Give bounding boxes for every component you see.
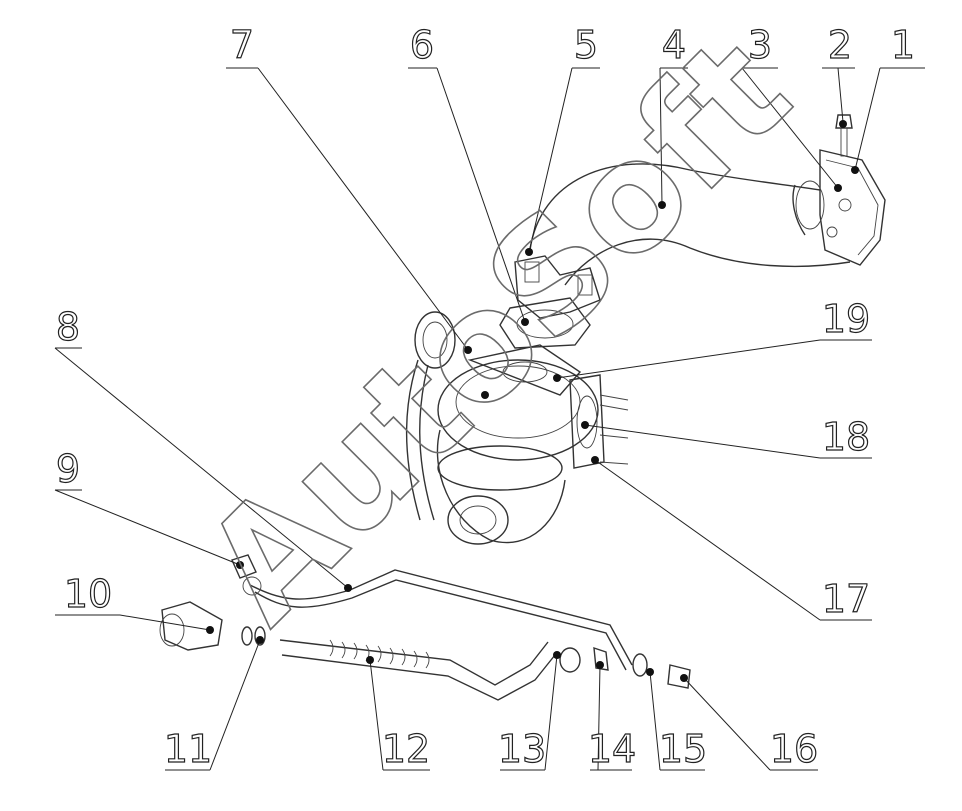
callout-13: 13 xyxy=(498,727,546,771)
banjo-fitting-part xyxy=(231,554,262,596)
callout-14: 14 xyxy=(588,727,636,771)
callout-6: 6 xyxy=(410,23,434,67)
small-fittings-part xyxy=(559,646,691,689)
callout-10: 10 xyxy=(64,572,112,616)
leader-dots xyxy=(206,120,859,682)
callout-5: 5 xyxy=(574,23,598,67)
callout-3: 3 xyxy=(748,23,772,67)
callout-15: 15 xyxy=(659,727,707,771)
turbocharger-part xyxy=(436,344,599,545)
callout-8: 8 xyxy=(56,305,80,349)
parts-drawing xyxy=(159,114,886,701)
callout-17: 17 xyxy=(822,577,870,621)
callout-9: 9 xyxy=(56,447,80,491)
watermark-text: AutoSoft xyxy=(172,5,822,655)
oil-supply-pipe-part xyxy=(249,569,633,671)
exhaust-pipe-part xyxy=(529,163,851,286)
side-flange-part xyxy=(569,374,629,469)
callout-11: 11 xyxy=(164,727,212,771)
washer-part xyxy=(241,626,266,646)
callout-7: 7 xyxy=(230,23,254,67)
callout-1: 1 xyxy=(891,23,915,67)
callout-16: 16 xyxy=(770,727,818,771)
callout-18: 18 xyxy=(822,415,870,459)
oil-pipe-part xyxy=(405,311,456,521)
callout-12: 12 xyxy=(382,727,430,771)
callout-19: 19 xyxy=(822,297,870,341)
gasket-part xyxy=(499,297,591,349)
corrugated-hose-part xyxy=(279,639,556,701)
elbow-fitting-part xyxy=(159,601,223,651)
callout-4: 4 xyxy=(662,23,686,67)
callout-2: 2 xyxy=(828,23,852,67)
callout-labels: 1 2 3 4 5 6 7 8 9 10 11 12 13 14 15 16 1… xyxy=(55,22,915,771)
leader-lines xyxy=(54,67,925,771)
bolt-part xyxy=(835,114,853,157)
